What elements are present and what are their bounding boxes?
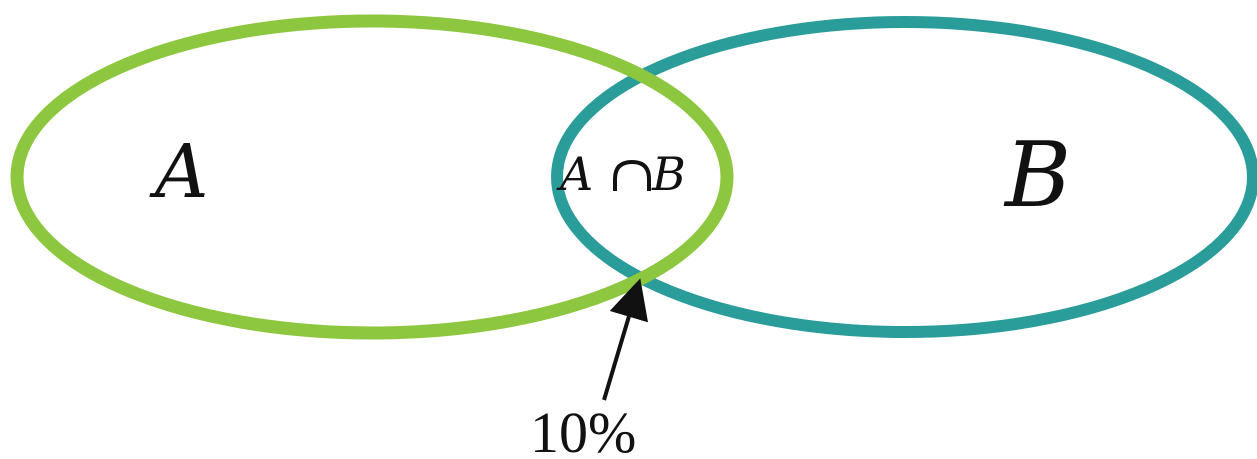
intersection-label-left: A [556,147,593,201]
set-b-ellipse [551,16,1257,338]
intersection-label: A B [556,147,686,201]
callout-arrow [602,278,649,401]
set-b-label: B [1003,123,1071,228]
intersection-cap-symbol [613,159,651,191]
callout-label: 10% [530,400,636,459]
set-a-label: A [149,129,208,215]
intersection-label-right: B [651,147,686,201]
set-a-ellipse [10,14,734,340]
